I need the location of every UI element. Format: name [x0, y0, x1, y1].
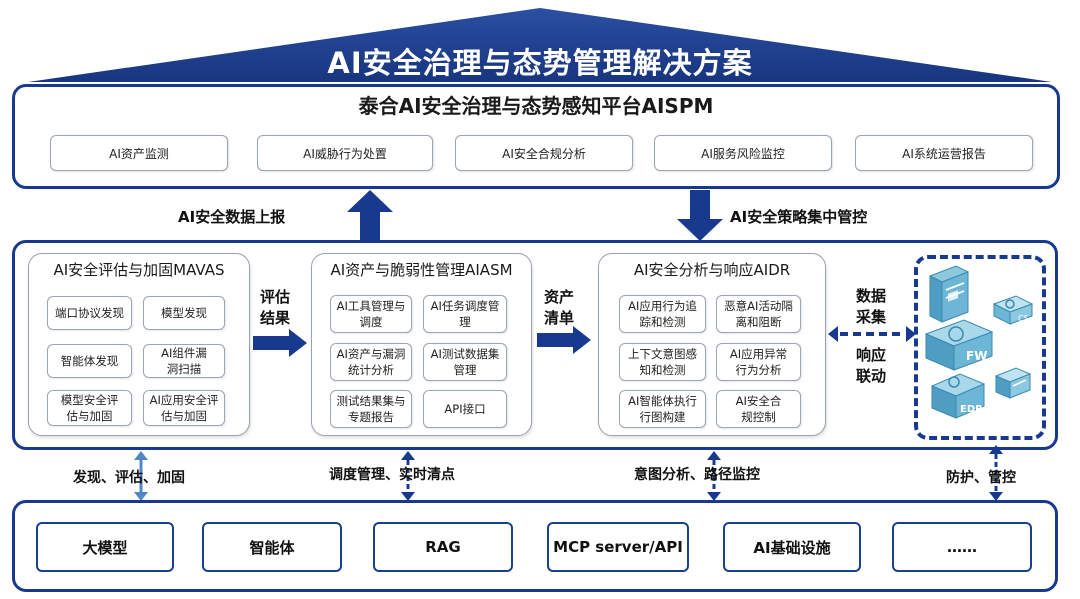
policy-down-label: AI安全策略集中管控: [730, 208, 868, 226]
firewall-icon: FW: [924, 319, 994, 371]
aidr-link-arrow: [707, 451, 721, 501]
mavas-cell[interactable]: 端口协议发现: [47, 296, 132, 330]
mavas-cell[interactable]: AI组件漏洞扫描: [143, 344, 225, 378]
aidr-cell[interactable]: AI安全合规控制: [716, 390, 801, 428]
aidr-cell[interactable]: AI智能体执行行图构建: [619, 390, 706, 428]
aiasm-cell[interactable]: 测试结果集与专题报告: [330, 390, 412, 428]
module-ops-report[interactable]: AI系统运营报告: [855, 135, 1033, 171]
aiasm-cell[interactable]: AI测试数据集管理: [423, 343, 507, 381]
aiasm-cell[interactable]: AI工具管理与调度: [330, 295, 412, 333]
mavas-cell[interactable]: 模型安全评估与加固: [47, 390, 132, 426]
aiasm-cell[interactable]: AI资产与漏洞统计分析: [330, 343, 412, 381]
response-label: 响应联动: [855, 346, 886, 385]
asset-list-arrow: [537, 326, 591, 354]
module-service-risk[interactable]: AI服务风险监控: [654, 135, 832, 171]
group-aidr-title: AI安全分析与响应AIDR: [633, 261, 791, 279]
aiasm-cell[interactable]: AI任务调度管理: [423, 295, 507, 333]
group-aiasm-title: AI资产与脆弱性管理AIASM: [330, 261, 513, 279]
endpoint-device-icon: [994, 367, 1032, 399]
svg-text:FW: FW: [966, 349, 987, 363]
asset-list-label: 资产清单: [543, 288, 574, 327]
security-devices-frame: [914, 255, 1046, 440]
devices-link-arrow: [989, 445, 1003, 501]
aidr-cell[interactable]: AI应用行为追踪和检测: [619, 295, 706, 333]
security-devices-illustration: CS FW EDR: [924, 265, 1034, 419]
foundation-panel: [12, 500, 1058, 592]
group-mavas-title: AI安全评估与加固MAVAS: [53, 261, 225, 279]
mavas-cell[interactable]: 智能体发现: [47, 344, 132, 378]
cs-device-icon: CS: [992, 295, 1034, 325]
base-rag[interactable]: RAG: [373, 522, 513, 572]
base-infrastructure[interactable]: AI基础设施: [723, 522, 861, 572]
aiasm-link-arrow: [401, 451, 415, 501]
aiasm-cell[interactable]: API接口: [423, 390, 507, 428]
base-mcp[interactable]: MCP server/API: [547, 522, 689, 572]
mavas-cell[interactable]: 模型发现: [143, 296, 225, 330]
mavas-cell[interactable]: AI应用安全评估与加固: [143, 390, 225, 426]
aidr-cell[interactable]: 上下文意图感知和检测: [619, 343, 706, 381]
aiasm-link-label: 调度管理、实时清点: [329, 467, 455, 483]
mavas-link-label: 发现、评估、加固: [73, 470, 185, 486]
svg-text:CS: CS: [1018, 314, 1029, 323]
module-threat-handling[interactable]: AI威胁行为处置: [257, 135, 433, 171]
devices-link-label: 防护、管控: [946, 470, 1016, 486]
aidr-cell[interactable]: AI应用异常行为分析: [716, 343, 801, 381]
eval-result-arrow: [253, 329, 307, 357]
aidr-link-label: 意图分析、路径监控: [634, 467, 760, 483]
base-llm[interactable]: 大模型: [36, 522, 174, 572]
roof-banner: [28, 8, 1052, 82]
edr-device-icon: EDR: [930, 373, 986, 419]
data-collect-label: 数据采集: [855, 287, 886, 326]
policy-down-arrow: [677, 190, 723, 241]
eval-result-label: 评估结果: [259, 288, 290, 327]
base-agent[interactable]: 智能体: [202, 522, 342, 572]
report-up-label: AI安全数据上报: [178, 208, 286, 226]
svg-text:EDR: EDR: [960, 404, 983, 415]
report-up-arrow: [347, 190, 393, 241]
aidr-cell[interactable]: 恶意AI活动隔离和阻断: [716, 295, 801, 333]
platform-title: 泰合AI安全治理与态势感知平台AISPM: [358, 94, 714, 118]
mavas-link-arrow: [134, 451, 148, 501]
base-more[interactable]: ……: [892, 522, 1032, 572]
server-icon: [928, 265, 970, 323]
main-title: AI安全治理与态势管理解决方案: [327, 46, 753, 80]
module-asset-monitor[interactable]: AI资产监测: [50, 135, 228, 171]
module-compliance-analysis[interactable]: AI安全合规分析: [455, 135, 633, 171]
data-collect-arrow: [828, 326, 916, 342]
